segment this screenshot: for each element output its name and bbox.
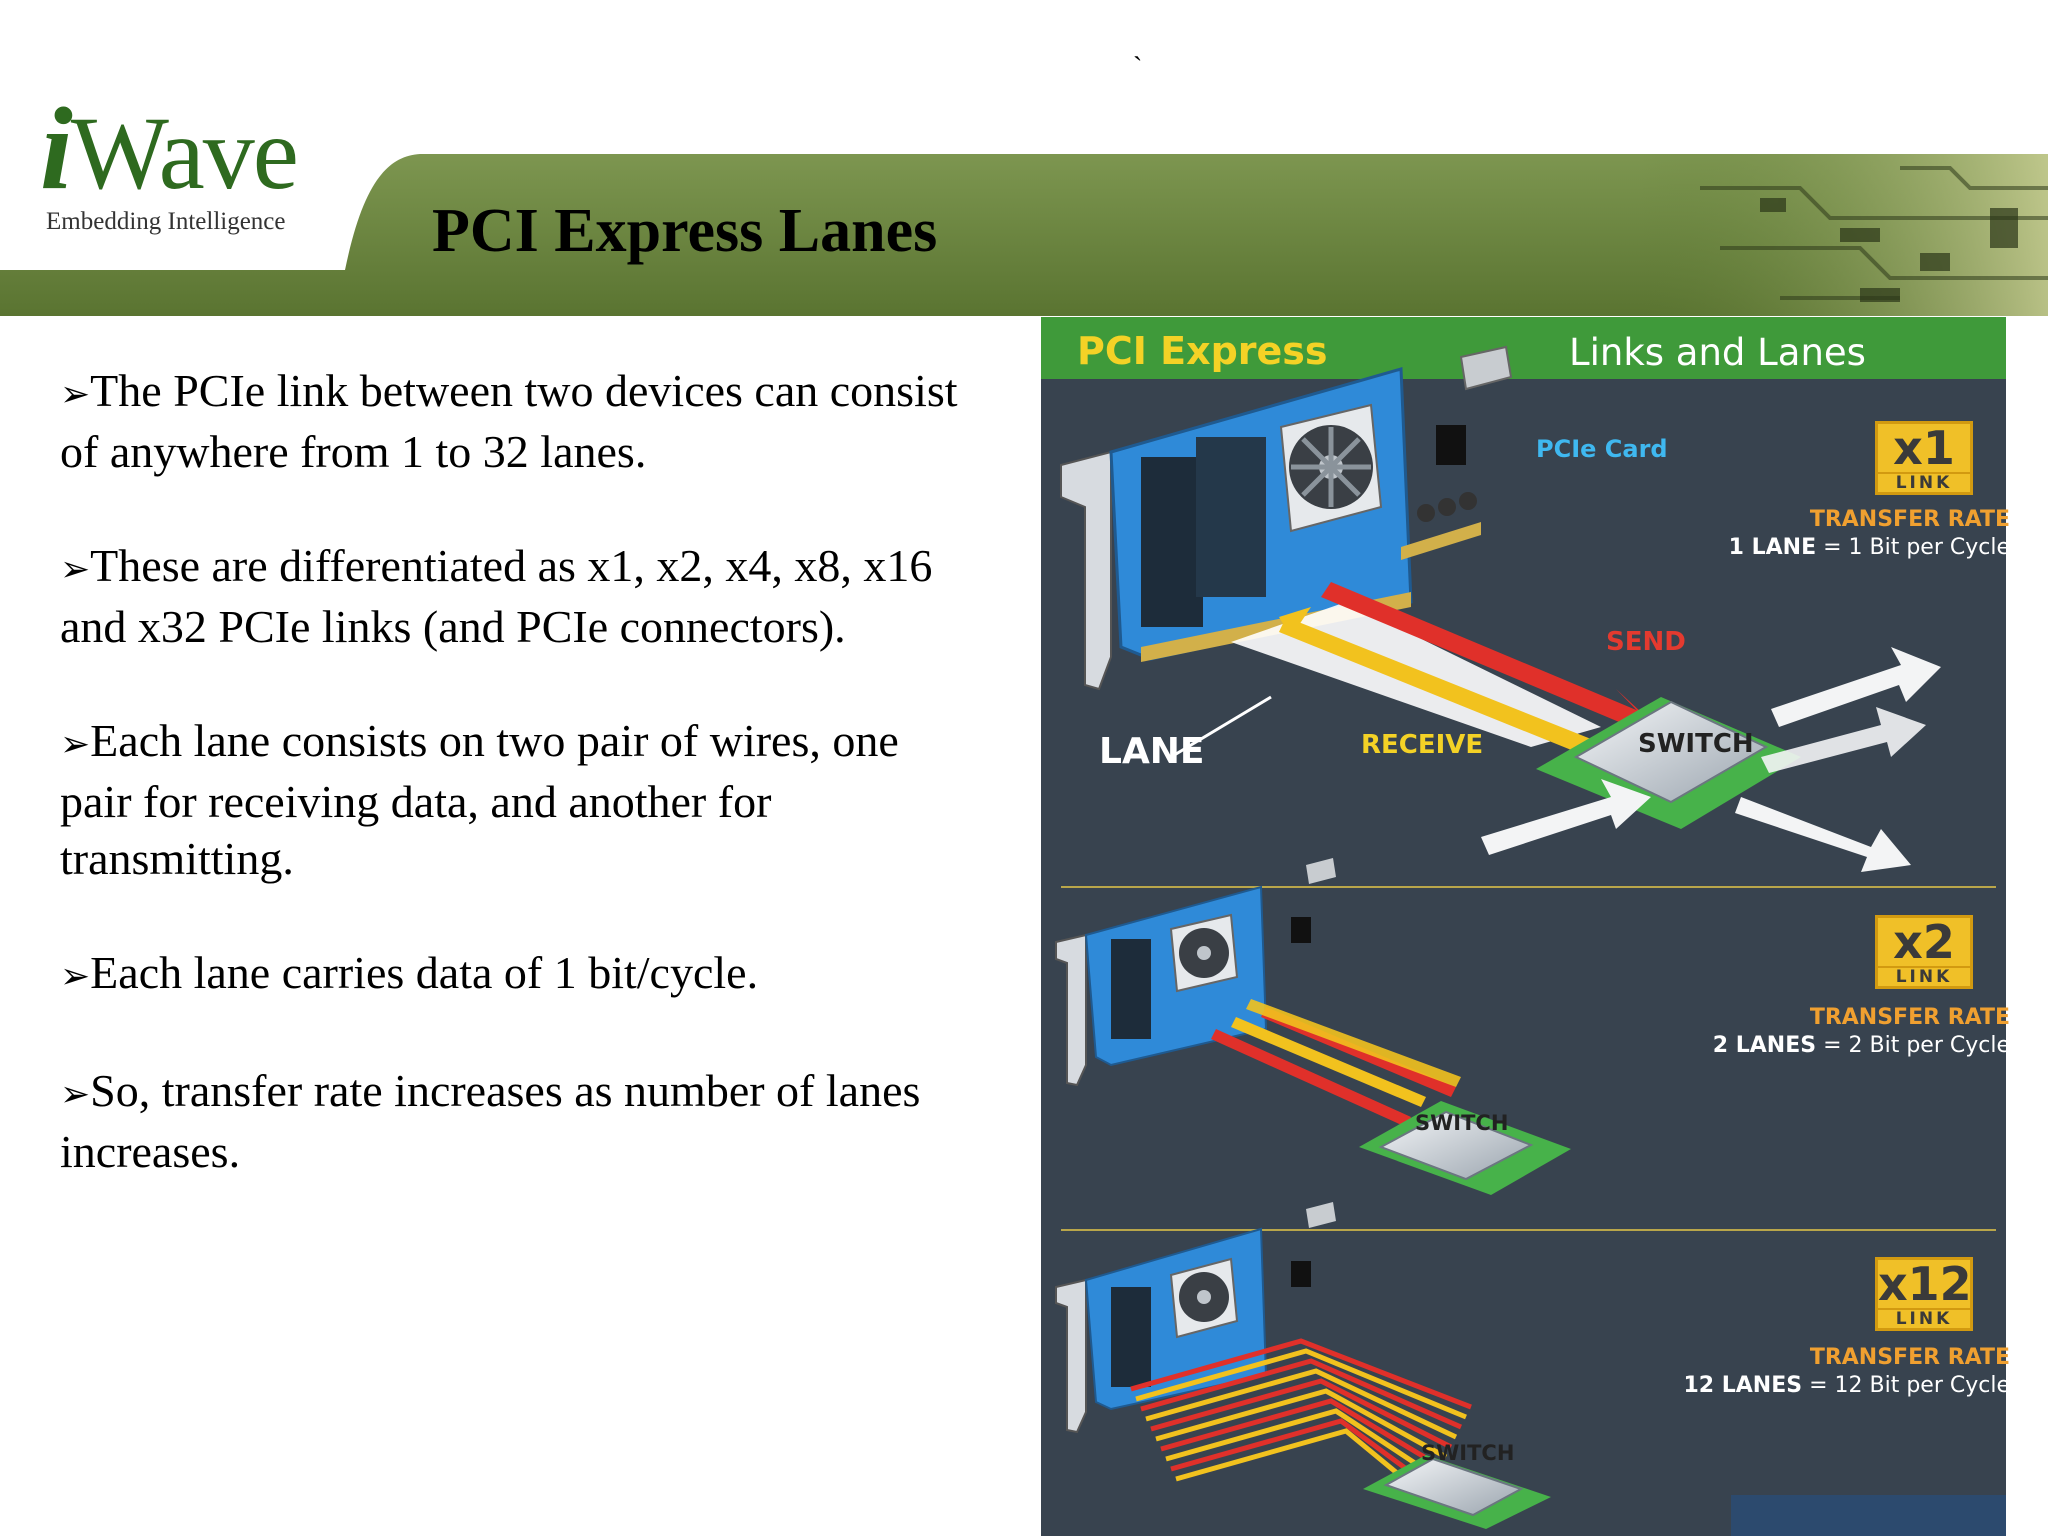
bullet-arrow-icon: ➢ bbox=[60, 374, 91, 415]
transfer-rate-line: 2 LANES = 2 Bit per Cycle bbox=[1712, 1033, 2010, 1058]
logo-wordmark: iWave bbox=[40, 83, 299, 214]
switch-label: SWITCH bbox=[1638, 729, 1754, 759]
transfer-rate-title: TRANSFER RATE bbox=[1809, 1345, 2010, 1370]
link-badge-x12: x12 LINK bbox=[1875, 1257, 1973, 1331]
bullet-item: ➢These are differentiated as x1, x2, x4,… bbox=[60, 540, 933, 652]
bullet-arrow-icon: ➢ bbox=[60, 549, 91, 590]
link-badge-x2: x2 LINK bbox=[1875, 915, 1973, 989]
pcie-card-x2 bbox=[1055, 858, 1336, 1087]
bullet-item: ➢Each lane consists on two pair of wires… bbox=[60, 715, 899, 884]
transfer-rate-title: TRANSFER RATE bbox=[1809, 1005, 2010, 1030]
lane-label: LANE bbox=[1099, 731, 1205, 772]
transfer-rate-line: 12 LANES = 12 Bit per Cycle bbox=[1683, 1373, 2010, 1398]
bullet-arrow-icon: ➢ bbox=[60, 1074, 91, 1115]
pcie-links-lanes-infographic: PCI Express Links and Lanes PCIe Card x1… bbox=[1041, 317, 2045, 1536]
iwave-logo: iWave Embedding Intelligence bbox=[40, 70, 320, 250]
send-label: SEND bbox=[1606, 627, 1686, 657]
transfer-rate-line: 1 LANE = 1 Bit per Cycle bbox=[1728, 535, 2010, 560]
pcie-card-label: PCIe Card bbox=[1536, 435, 1668, 463]
logo-tagline: Embedding Intelligence bbox=[46, 208, 286, 235]
title-banner bbox=[0, 154, 2048, 316]
bullet-item: ➢So, transfer rate increases as number o… bbox=[60, 1065, 921, 1177]
bullet-arrow-icon: ➢ bbox=[60, 724, 91, 765]
link-badge-x1: x1 LINK bbox=[1875, 421, 1973, 495]
infographic-header-left: PCI Express bbox=[1077, 329, 1328, 373]
switch-label: SWITCH bbox=[1415, 1111, 1509, 1135]
infographic-header-right: Links and Lanes bbox=[1569, 331, 1866, 374]
bullet-arrow-icon: ➢ bbox=[60, 956, 91, 997]
bullet-item: ➢Each lane carries data of 1 bit/cycle. bbox=[60, 947, 759, 998]
page-title: PCI Express Lanes bbox=[432, 197, 938, 265]
bullet-item: ➢The PCIe link between two devices can c… bbox=[60, 365, 958, 477]
transfer-rate-title: TRANSFER RATE bbox=[1809, 507, 2010, 532]
receive-label: RECEIVE bbox=[1361, 730, 1484, 760]
infographic-artwork bbox=[1041, 317, 2045, 1536]
switch-label: SWITCH bbox=[1421, 1441, 1515, 1465]
bullet-list: ➢The PCIe link between two devices can c… bbox=[60, 362, 970, 1237]
stray-tick-mark: ` bbox=[1133, 52, 1143, 83]
